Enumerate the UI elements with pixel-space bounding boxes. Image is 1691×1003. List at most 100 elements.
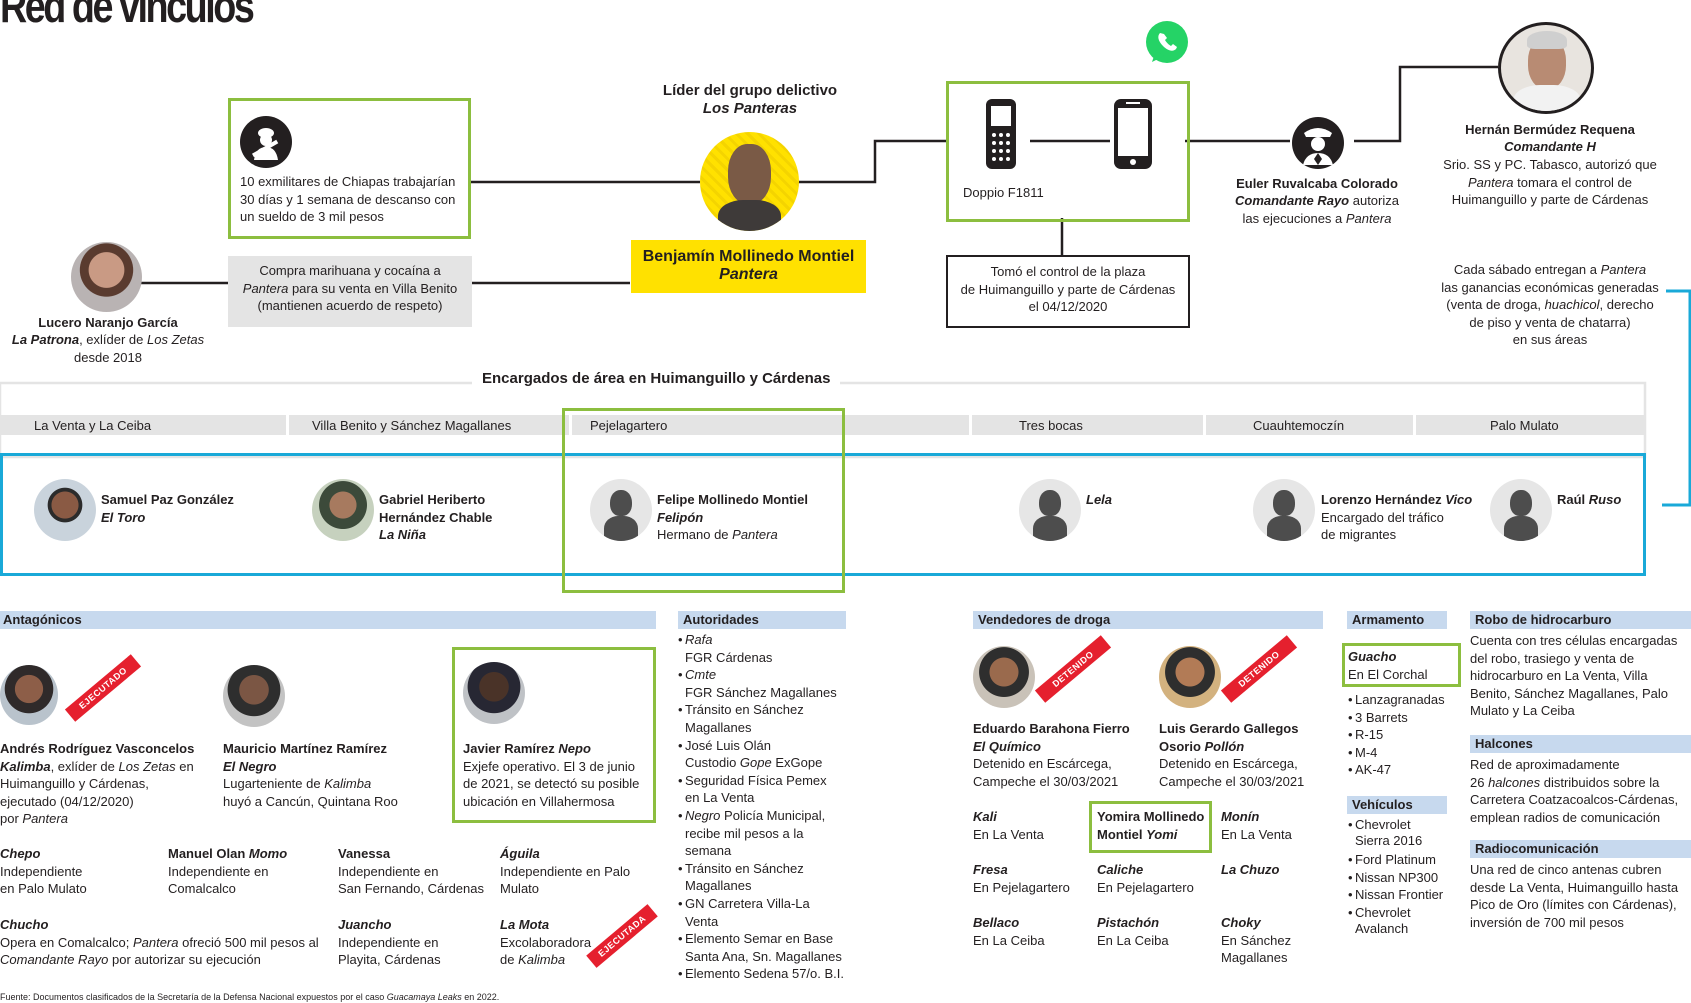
autoridad-item: Tránsito en Sánchez — [678, 702, 804, 719]
leader-alias: Pantera — [719, 266, 778, 283]
phone-icon — [985, 98, 1017, 170]
mauricio-photo — [223, 665, 285, 727]
armamento-item: AK-47 — [1348, 762, 1391, 779]
guacho-box — [1342, 643, 1461, 687]
autoridad-item: Santa Ana, Sn. Magallanes — [685, 948, 842, 964]
vehiculo-item: Chevrolet Avalanch — [1348, 905, 1411, 938]
radio-text: Una red de cinco antenas cubren desde La… — [1470, 862, 1679, 930]
plaza-box — [946, 255, 1190, 328]
autoridad-item: FGR Sánchez Magallanes — [685, 684, 837, 700]
area-label: Palo Mulato — [1490, 418, 1559, 433]
autoridad-item: Venta — [685, 913, 719, 929]
person-silhouette-icon — [1253, 479, 1315, 541]
area-label: La Venta y La Ceiba — [34, 418, 152, 433]
robo-header: Robo de hidrocarburo — [1470, 611, 1691, 629]
vehiculo-item: Nissan Frontier — [1348, 887, 1443, 904]
person-silhouette-icon — [1019, 479, 1081, 541]
autoridades-header: Autoridades — [678, 611, 846, 629]
leader-name: Benjamín Mollinedo Montiel — [642, 248, 855, 265]
exmilitares-box — [228, 98, 471, 239]
robo-text: Cuenta con tres células encargadas del r… — [1470, 633, 1678, 718]
autoridad-item: Negro Policía Municipal, — [678, 808, 825, 825]
lucero-name: Lucero Naranjo García — [38, 315, 178, 330]
areas-bar — [0, 415, 1645, 435]
area-label: Pejelagartero — [590, 418, 668, 433]
source-note: Fuente: Documentos clasificados de la Se… — [0, 992, 500, 1002]
autoridad-item: Magallanes — [685, 720, 752, 735]
autoridad-item: Rafa — [678, 632, 713, 649]
encargados-title: Encargados de área en Huimanguillo y Cár… — [472, 370, 841, 388]
armamento-item: Lanzagranadas — [1348, 692, 1445, 709]
raul-name: Raúl Ruso — [1557, 492, 1622, 507]
autoridad-item: Tránsito en Sánchez — [678, 861, 804, 878]
autoridad-item: Elemento Sedena 57/o. B.I. — [678, 966, 844, 983]
eduardo-photo — [973, 646, 1035, 708]
autoridad-item: recibe mil pesos a la — [685, 825, 804, 841]
area-label: Cuauhtemoczín — [1253, 418, 1345, 433]
hernan-alias: Comandante H — [1504, 139, 1596, 154]
vehiculos-header: Vehículos — [1347, 796, 1447, 814]
compra-box — [228, 256, 472, 327]
halcones-header: Halcones — [1470, 735, 1691, 753]
gabriel-photo — [312, 479, 374, 541]
person-silhouette-icon — [590, 479, 652, 541]
leader-group: Los Panteras — [702, 100, 798, 117]
autoridad-item: GN Carretera Villa-La — [678, 896, 810, 913]
armamento-header: Armamento — [1347, 611, 1447, 629]
autoridad-item: José Luis Olán — [678, 738, 771, 755]
person-silhouette-icon — [1490, 479, 1552, 541]
radio-header: Radiocomunicación — [1470, 840, 1691, 858]
smartphone-icon — [1113, 98, 1153, 170]
javier-box — [452, 647, 656, 823]
vehiculo-item: Ford Platinum — [1348, 852, 1436, 869]
area-label: Villa Benito y Sánchez Magallanes — [312, 418, 512, 433]
javier-photo — [463, 662, 525, 724]
exmilitares-text: 10 exmilitares de Chiapas trabajarían 30… — [240, 174, 456, 224]
antagonicos-header: Antagónicos — [0, 611, 656, 629]
hernan-name: Hernán Bermúdez Requena — [1465, 122, 1635, 137]
autoridad-item: en La Venta — [685, 790, 755, 806]
lela-name: Lela — [1086, 492, 1113, 507]
andres-photo — [0, 665, 58, 725]
autoridad-item: Elemento Semar en Base — [678, 931, 833, 948]
encargados-box — [0, 453, 1646, 576]
autoridad-item: Seguridad Física Pemex — [678, 773, 827, 790]
luis-photo — [1159, 646, 1221, 708]
whatsapp-icon — [1144, 20, 1190, 66]
samuel-photo — [34, 479, 96, 541]
leader-role: Líder del grupo delictivo — [662, 82, 838, 99]
armamento-item: R-15 — [1348, 727, 1383, 744]
leader-name-plate — [631, 240, 866, 293]
lucero-photo — [71, 242, 142, 312]
vehiculo-item: Nissan NP300 — [1348, 870, 1438, 887]
autoridad-item: Magallanes — [685, 878, 752, 894]
lachuzo-info: La Chuzo — [1221, 862, 1280, 877]
